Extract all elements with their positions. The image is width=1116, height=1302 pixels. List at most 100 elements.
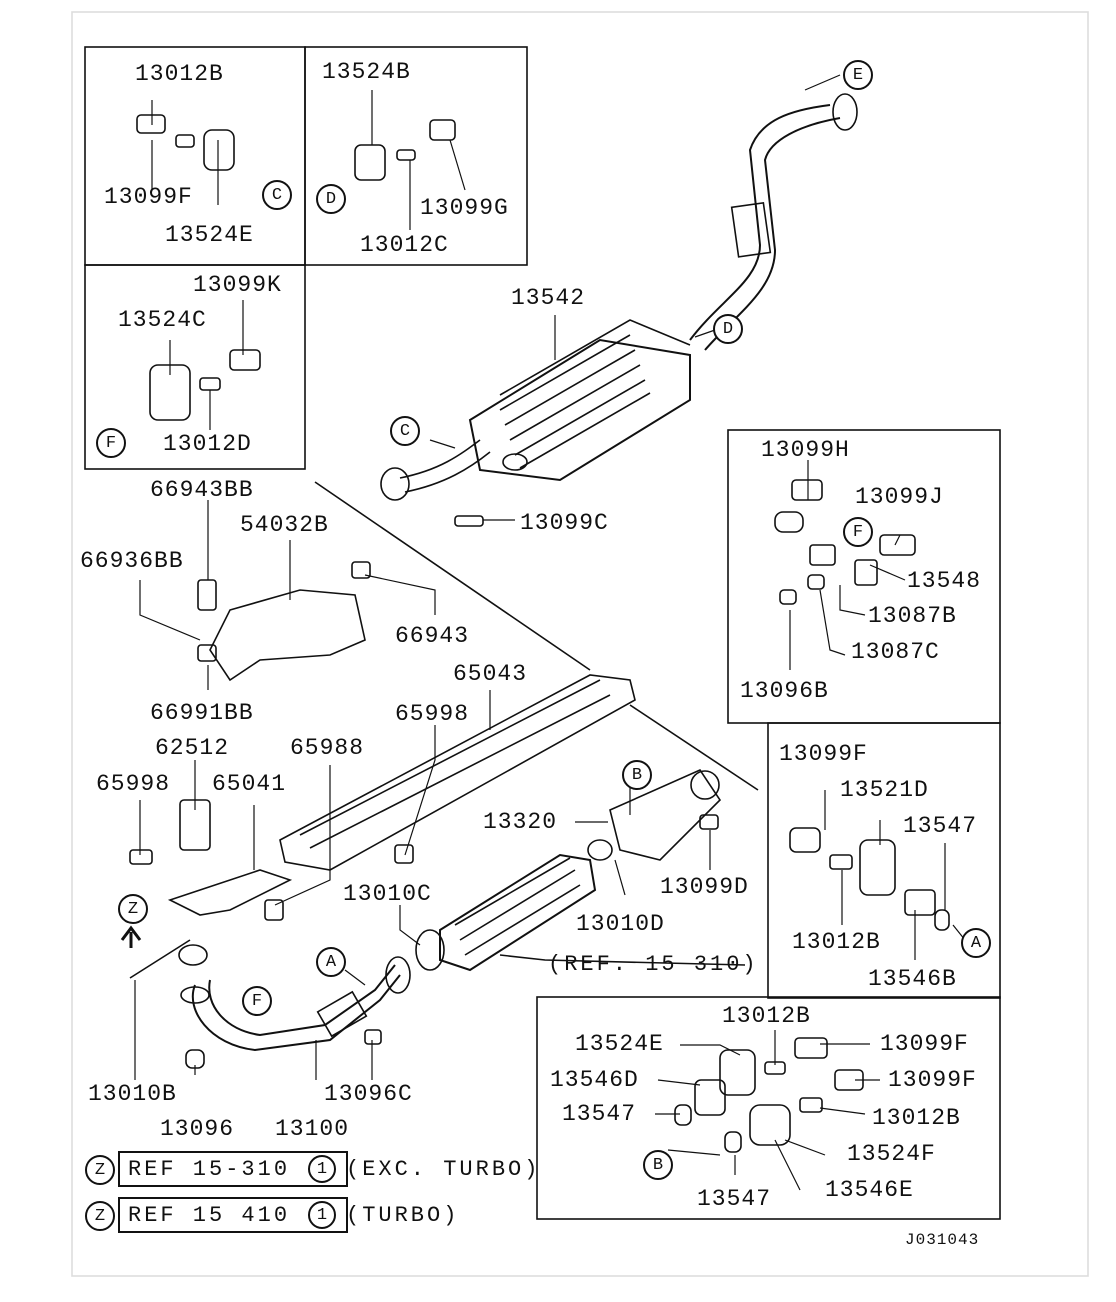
- drawing-id: J031043: [905, 1231, 980, 1249]
- up-arrow: [120, 925, 142, 948]
- part-label-65043: 65043: [453, 661, 528, 687]
- heat-shield: [279, 674, 636, 871]
- part-label-66943: 66943: [395, 623, 470, 649]
- small-heat-shield: [167, 869, 293, 916]
- ref-circle-z: Z: [85, 1201, 115, 1231]
- guide-line: [129, 939, 191, 979]
- part-label-13547: 13547: [903, 813, 978, 839]
- ref-circle-f: F: [242, 986, 272, 1016]
- ref-circle-a: A: [316, 947, 346, 977]
- ref-circle-z: Z: [85, 1155, 115, 1185]
- part-label-13524F: 13524F: [847, 1141, 936, 1167]
- part-label-65988: 65988: [290, 735, 365, 761]
- ref-circle-c: C: [262, 180, 292, 210]
- muffler-body: [468, 338, 691, 482]
- ref-circle-b: B: [643, 1150, 673, 1180]
- ref-circle-a: A: [961, 928, 991, 958]
- ref-circle-f: F: [96, 428, 126, 458]
- part-label-13524C: 13524C: [118, 307, 207, 333]
- ref-circle-e: E: [843, 60, 873, 90]
- ref-note-catalytic: (REF. 15 310): [548, 952, 759, 977]
- ref-circle-f: F: [843, 517, 873, 547]
- front-pipe-13100: [208, 964, 396, 1037]
- part-label-13524B: 13524B: [322, 59, 411, 85]
- part-label-13542: 13542: [511, 285, 586, 311]
- ref-box-turbo: [118, 1197, 348, 1233]
- ref-circle-z: Z: [118, 894, 148, 924]
- part-label-13099F: 13099F: [779, 741, 868, 767]
- inset-box-5: [767, 722, 1001, 999]
- part-label-13100: 13100: [275, 1116, 350, 1142]
- part-label-13010D: 13010D: [576, 911, 665, 937]
- heat-shield-upper: [209, 589, 366, 682]
- part-label-13099F: 13099F: [888, 1067, 977, 1093]
- part-label-65998: 65998: [96, 771, 171, 797]
- part-label-13099F: 13099F: [880, 1031, 969, 1057]
- ref-circle-one: 1: [308, 1201, 336, 1229]
- part-label-66991BB: 66991BB: [150, 700, 254, 726]
- part-label-65041: 65041: [212, 771, 287, 797]
- part-label-13099K: 13099K: [193, 272, 282, 298]
- part-label-13547: 13547: [562, 1101, 637, 1127]
- part-label-13320: 13320: [483, 809, 558, 835]
- part-label-54032B: 54032B: [240, 512, 329, 538]
- part-label-66943BB: 66943BB: [150, 477, 254, 503]
- part-label-13548: 13548: [907, 568, 982, 594]
- ref-text-turbo: REF 15 410: [128, 1203, 291, 1228]
- cat-ribs: [454, 857, 581, 956]
- part-label-13087C: 13087C: [851, 639, 940, 665]
- ref-leader: [499, 954, 746, 966]
- tail-pipe: [689, 104, 831, 341]
- heat-shield-ribs: [299, 679, 611, 849]
- hardware: [129, 114, 950, 1153]
- part-label-13010C: 13010C: [343, 881, 432, 907]
- inlet-flange: [380, 467, 410, 501]
- exc-turbo-note: (EXC. TURBO): [346, 1157, 541, 1182]
- part-label-13099G: 13099G: [420, 195, 509, 221]
- ref-circle-c: C: [390, 416, 420, 446]
- part-label-13547: 13547: [697, 1186, 772, 1212]
- part-label-13099D: 13099D: [660, 874, 749, 900]
- gasket: [587, 839, 613, 861]
- part-label-13546D: 13546D: [550, 1067, 639, 1093]
- ref-box-exc-turbo: [118, 1151, 348, 1187]
- turbo-note: (TURBO): [346, 1203, 460, 1228]
- part-label-13546E: 13546E: [825, 1177, 914, 1203]
- inlet-pipe: [399, 439, 481, 479]
- pipe-clamp: [730, 201, 772, 258]
- ref-circle-d: D: [713, 314, 743, 344]
- ref-circle-b: B: [622, 760, 652, 790]
- part-label-62512: 62512: [155, 735, 230, 761]
- inset-box-3: [84, 264, 306, 470]
- part-label-13012B: 13012B: [792, 929, 881, 955]
- cat-flange: [415, 929, 445, 971]
- part-label-13012B: 13012B: [722, 1003, 811, 1029]
- tail-pipe-tip: [832, 93, 858, 131]
- guide-line: [629, 704, 759, 791]
- ref-circle-one: 1: [308, 1155, 336, 1183]
- gasket: [180, 986, 210, 1004]
- flex-joint: [316, 990, 368, 1038]
- part-label-13521D: 13521D: [840, 777, 929, 803]
- part-label-13087B: 13087B: [868, 603, 957, 629]
- part-label-13096: 13096: [160, 1116, 235, 1142]
- ref-text-exc-turbo: REF 15-310: [128, 1157, 291, 1182]
- front-pipe: [609, 768, 722, 861]
- muffler-top: [499, 319, 691, 396]
- part-label-13546B: 13546B: [868, 966, 957, 992]
- sheet-border: [71, 11, 1089, 1277]
- muffler-ribs: [499, 334, 651, 469]
- leader-lines: [134, 74, 966, 1191]
- part-label-65998: 65998: [395, 701, 470, 727]
- part-label-66936BB: 66936BB: [80, 548, 184, 574]
- part-label-13099C: 13099C: [520, 510, 609, 536]
- part-label-13099F: 13099F: [104, 184, 193, 210]
- part-label-13012C: 13012C: [360, 232, 449, 258]
- front-pipe-flange: [690, 770, 720, 800]
- front-pipe-13100: [191, 974, 401, 1052]
- muffler-outlet: [502, 453, 528, 471]
- part-label-13010B: 13010B: [88, 1081, 177, 1107]
- part-label-13524E: 13524E: [165, 222, 254, 248]
- pipe-flange: [385, 956, 411, 994]
